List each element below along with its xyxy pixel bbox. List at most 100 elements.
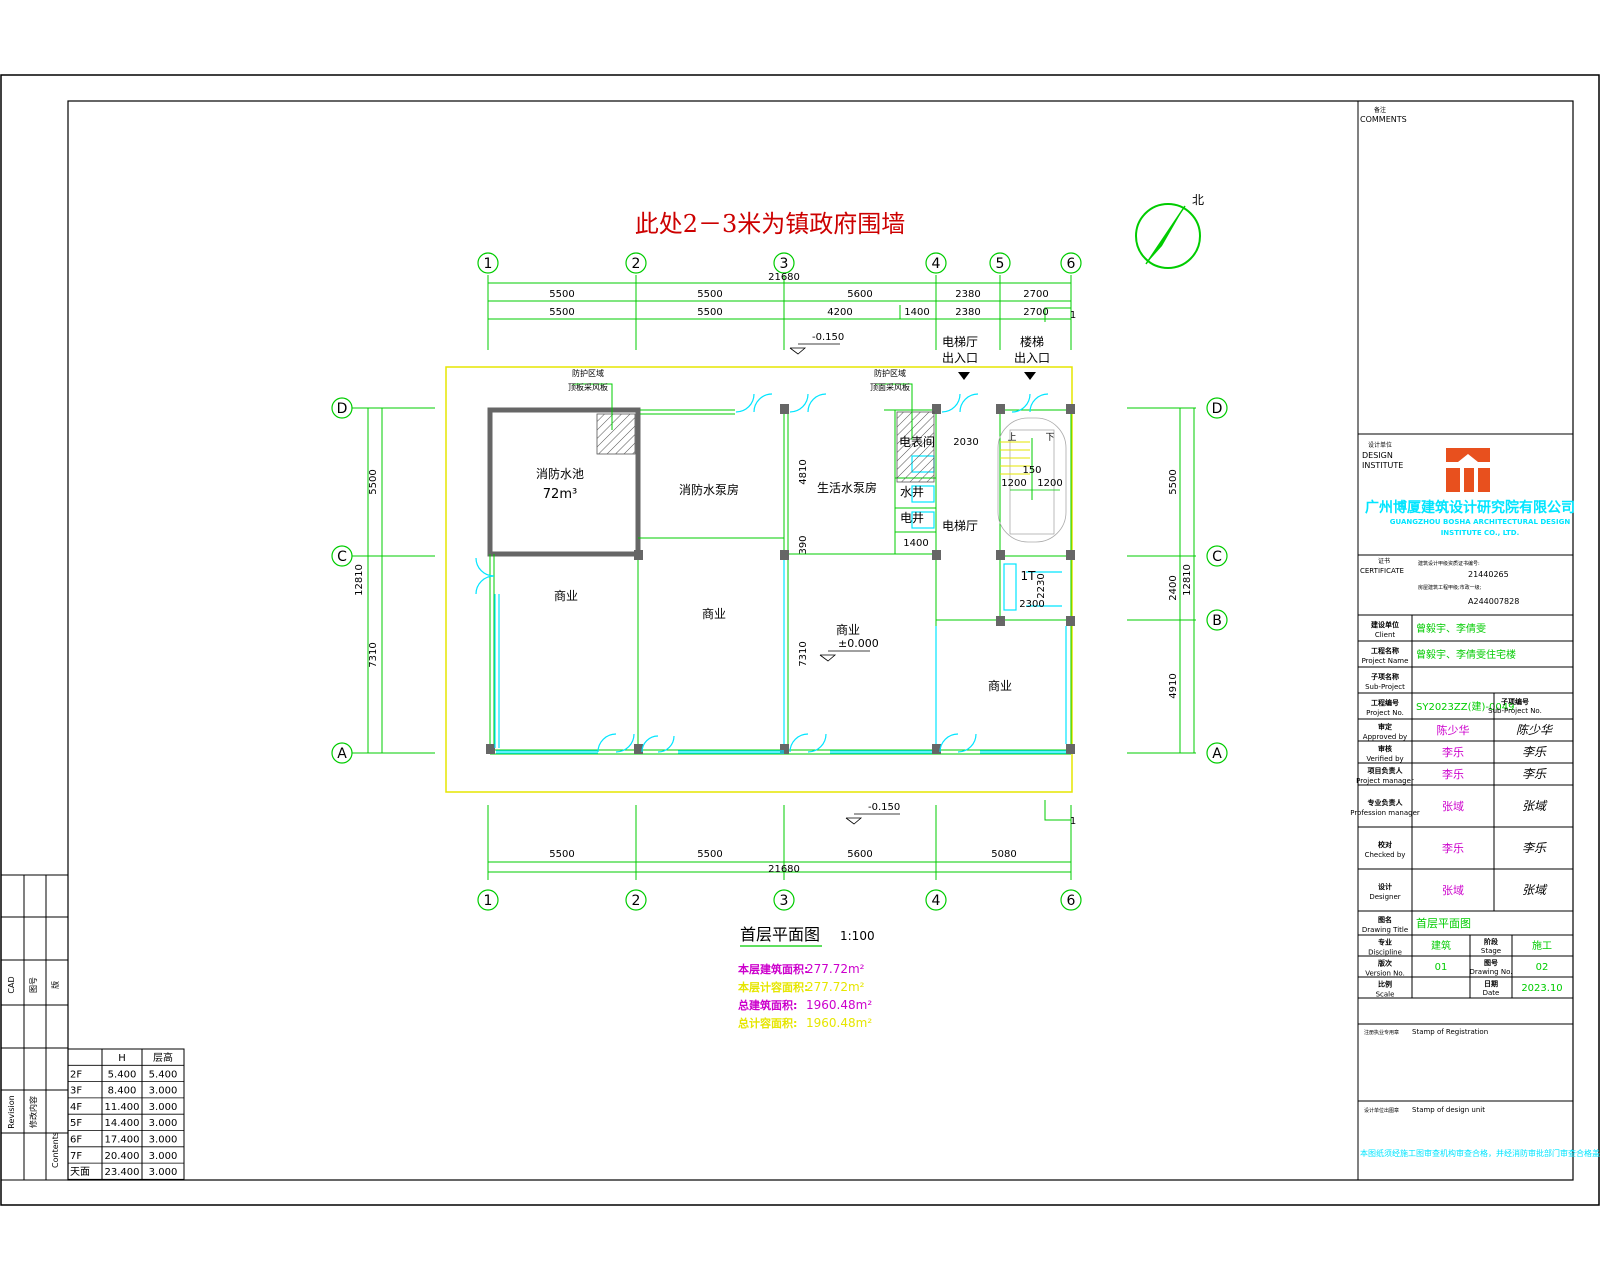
svg-text:日期: 日期 [1484,979,1498,988]
svg-text:Project manager: Project manager [1356,777,1414,785]
dim-bottom-total: 21680 [768,864,800,875]
room-life-pump: 生活水泵房 [817,480,877,495]
svg-text:4: 4 [932,893,941,909]
dim-right-total: 12810 [1182,564,1193,596]
svg-text:版次: 版次 [1378,959,1392,968]
dim-inner-390: 390 [798,535,809,554]
stair [997,417,1067,543]
area-stat-label: 总计容面积: [738,1016,797,1030]
svg-text:1: 1 [484,256,493,272]
tb-cell-value: 01 [1435,962,1448,973]
dim-inner-2230: 2230 [1036,573,1047,598]
svg-text:图名: 图名 [1378,915,1392,924]
area-stat-row: 总计容面积:1960.48m² [738,1016,872,1030]
dim-top2-2: 5500 [697,307,722,318]
svg-text:子项编号: 子项编号 [1501,697,1529,706]
tb-row-value: 曾毅宇、李倩雯 [1416,622,1486,635]
level-marks [789,343,900,825]
height-table-cell: 6F [70,1135,82,1146]
strip-label-cad: CAD [7,976,16,993]
tb-cert-en: CERTIFICATE [1360,567,1404,575]
dim-top-3: 5600 [847,289,872,300]
tb-signature: 李乐 [1522,841,1547,855]
north-arrow-icon: 北 [1135,193,1204,269]
tb-signature: 张域 [1522,883,1548,897]
svg-text:Sub-Project: Sub-Project [1365,683,1405,691]
dim-left-2: 7310 [368,642,379,667]
fire-zone-hatch-1 [596,413,636,455]
floor-plan: 此处2－3米为镇政府围墙 北 [331,193,1228,1030]
height-table-cell: 11.400 [105,1102,140,1113]
svg-text:图号: 图号 [1484,958,1498,967]
axis-bubble-bottom-4: 4 [925,889,947,911]
axis-bubble-top-2: 2 [625,252,647,274]
tb-row-value: 曾毅宇、李倩雯住宅楼 [1416,648,1516,661]
svg-text:Scale: Scale [1376,991,1395,999]
tb-institute-cn: 广州博厦建筑设计研究院有限公司 [1365,499,1575,516]
tb-sign-name: 李乐 [1442,767,1464,781]
dim-inner-1400: 1400 [903,538,928,549]
dim-top-2: 5500 [697,289,722,300]
svg-text:6: 6 [1067,893,1076,909]
height-table-cell: 20.400 [105,1151,140,1162]
svg-text:Sub-Project No.: Sub-Project No. [1488,707,1542,715]
svg-text:Drawing No.: Drawing No. [1470,968,1513,976]
leader-lines [572,383,913,440]
level-bottom: -0.150 [868,802,900,813]
svg-text:工程名称: 工程名称 [1371,646,1399,655]
strip-label-content-cn: 修改内容 [28,1096,38,1128]
exit-elevator-1: 电梯厅 [942,335,978,349]
room-shop-2: 商业 [702,606,726,621]
svg-text:2: 2 [632,256,641,272]
stamp-reg-en: Stamp of Registration [1412,1028,1488,1036]
area-stat-row: 总建筑面积:1960.48m² [738,998,872,1012]
tb-cell-value: 施工 [1532,939,1552,952]
svg-text:3: 3 [780,893,789,909]
axis-bubble-right-C: C [1206,545,1228,567]
area-stat-value: 277.72m² [806,980,865,994]
axis-bubble-top-1: 1 [477,252,499,274]
institute-logo [1446,448,1490,492]
exit-arrow-icon [958,372,1036,380]
stamp-area: 注册执业专用章 Stamp of Registration 设计单位出图章 St… [1358,1023,1600,1158]
columns [486,404,1075,754]
dim-inner-150: 150 [1022,465,1041,476]
height-table-cell: 5.400 [149,1069,178,1080]
svg-text:D: D [337,401,348,417]
revision-strip: CAD 图号 版 Revision 修改内容 Contents [0,874,69,1181]
dim-bottom-3: 5600 [847,849,872,860]
stair-down: 下 [1045,433,1054,443]
tb-drawing-title: 首层平面图 [1416,916,1471,930]
room-fire-pool: 消防水池 [536,466,584,481]
grid-lines [352,275,1196,880]
tb-sign-name: 张域 [1442,884,1464,897]
dim-marker-top: 1 [1070,310,1076,321]
axis-bubble-bottom-1: 1 [477,889,499,911]
svg-text:设计: 设计 [1378,882,1392,891]
tb-cert-line-4: A244007828 [1468,597,1519,606]
height-table-cell: H [118,1053,126,1064]
tb-design-en2: INSTITUTE [1362,461,1403,470]
room-fire-pool-area: 72m³ [543,487,577,502]
height-table-cell: 5F [70,1118,82,1129]
area-stat-row: 本层计容面积:277.72m² [738,980,865,994]
svg-text:审核: 审核 [1378,744,1392,753]
svg-text:B: B [1212,613,1222,629]
height-table-cell: 7F [70,1151,82,1162]
tb-cert-cn: 证书 [1378,557,1390,565]
height-table-cell: 2F [70,1069,82,1080]
dim-inner-2300: 2300 [1019,599,1044,610]
outer-frame [0,74,1600,1206]
fire-zone-1b: 顶板采风板 [568,382,608,392]
room-shop-1: 商业 [554,588,578,603]
axis-bubble-top-5: 5 [989,252,1011,274]
tb-institute-en1: GUANGZHOU BOSHA ARCHITECTURAL DESIGN [1390,518,1571,526]
tb-cell-value: 02 [1536,962,1549,973]
dim-right-2: 2400 [1168,575,1179,600]
drawing-title: 首层平面图 [740,925,820,944]
tb-comments-en: COMMENTS [1360,115,1407,124]
height-table-cell: 3.000 [149,1135,178,1146]
axis-bubble-right-A: A [1206,742,1228,764]
svg-text:审定: 审定 [1378,722,1392,731]
